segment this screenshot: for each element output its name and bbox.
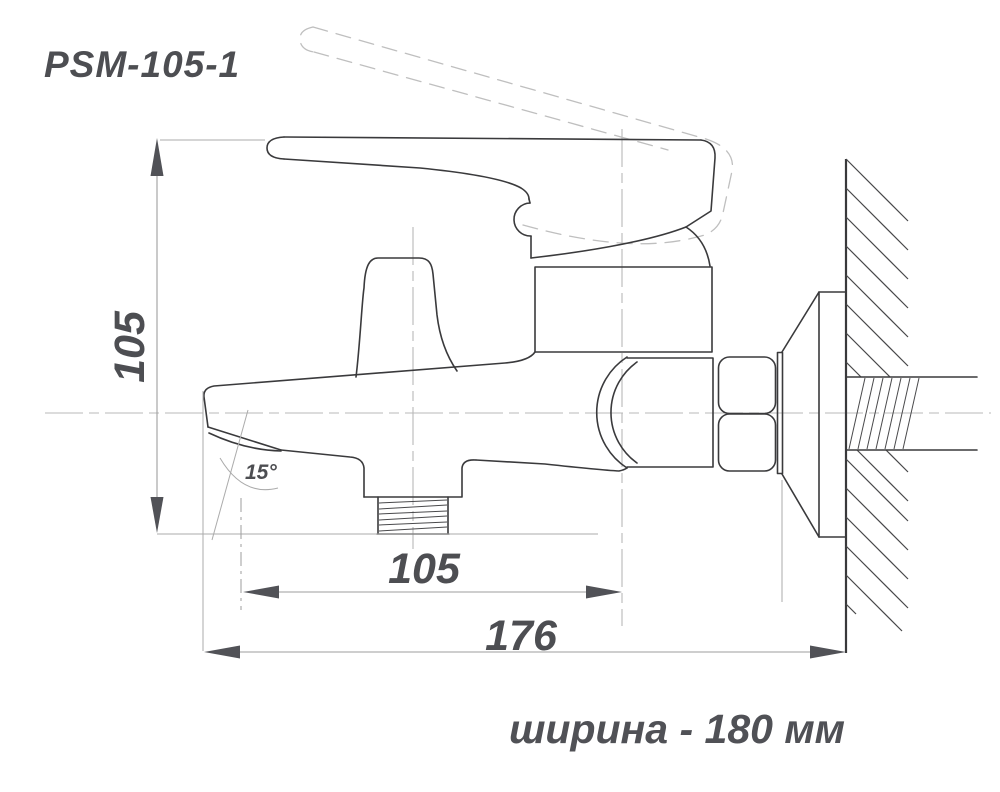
cartridge-ring-bump [513, 202, 532, 237]
angle-arc [219, 457, 279, 491]
handle-cap-left [528, 198, 532, 259]
height-value: 105 [106, 310, 154, 383]
arrow-right [810, 645, 846, 659]
arrow-left [243, 585, 279, 599]
eccentric-cone [781, 291, 820, 538]
lever-top-edge [283, 136, 702, 141]
wall-hatching [845, 158, 909, 632]
dimension-depth: 176 [202, 391, 846, 660]
dimension-height: 105 [106, 138, 598, 535]
wall-flange [818, 291, 847, 538]
spout-top-edge [203, 351, 536, 428]
mounting-nut-upper [717, 356, 777, 415]
spout-mouth-upper [207, 426, 282, 451]
angle-ray-slanted [211, 409, 249, 541]
wall-mount [717, 291, 847, 538]
dimension-spout-offset: 105 [240, 498, 622, 610]
ghost-lever-top [312, 26, 707, 140]
width-note: ширина - 180 мм [509, 706, 845, 752]
escutcheon-ring [776, 351, 784, 475]
handle-lever-ghost [299, 26, 734, 245]
spout [203, 351, 628, 498]
arrow-right [586, 585, 622, 599]
wall [844, 158, 978, 653]
angle-value: 15° [245, 461, 277, 484]
handle-cap-arc [685, 226, 711, 267]
mounting-nut-lower [717, 413, 777, 472]
wall-pipe [845, 376, 978, 451]
valve-body [595, 356, 714, 469]
shower-outlet [363, 459, 477, 535]
spout-offset-value: 105 [388, 545, 461, 593]
ghost-handle-cap [522, 138, 734, 245]
spout-underside-left [280, 449, 365, 498]
spout-mouth-lower [208, 432, 282, 452]
arrow-down [150, 497, 164, 533]
cartridge-housing [534, 266, 713, 353]
angle-annotation: 15° [211, 409, 279, 541]
pipe-thread-hatch [848, 377, 920, 450]
outlet-thread-lines [378, 499, 448, 532]
model-title: PSM-105-1 [44, 44, 240, 85]
lever-end-cap [266, 136, 285, 160]
faucet-body [203, 136, 847, 538]
ghost-lever-end [299, 26, 315, 53]
handle-cap-right [685, 139, 716, 228]
arrow-up [150, 138, 164, 176]
spout-underside-right [475, 459, 628, 472]
ghost-lever-bottom [313, 51, 669, 151]
arrow-left [204, 645, 240, 659]
handle-lever [266, 136, 716, 267]
handle-cap-bottom [530, 226, 687, 259]
diverter-knob [355, 257, 458, 378]
lever-bottom-edge [283, 158, 530, 200]
depth-value: 176 [485, 612, 558, 660]
